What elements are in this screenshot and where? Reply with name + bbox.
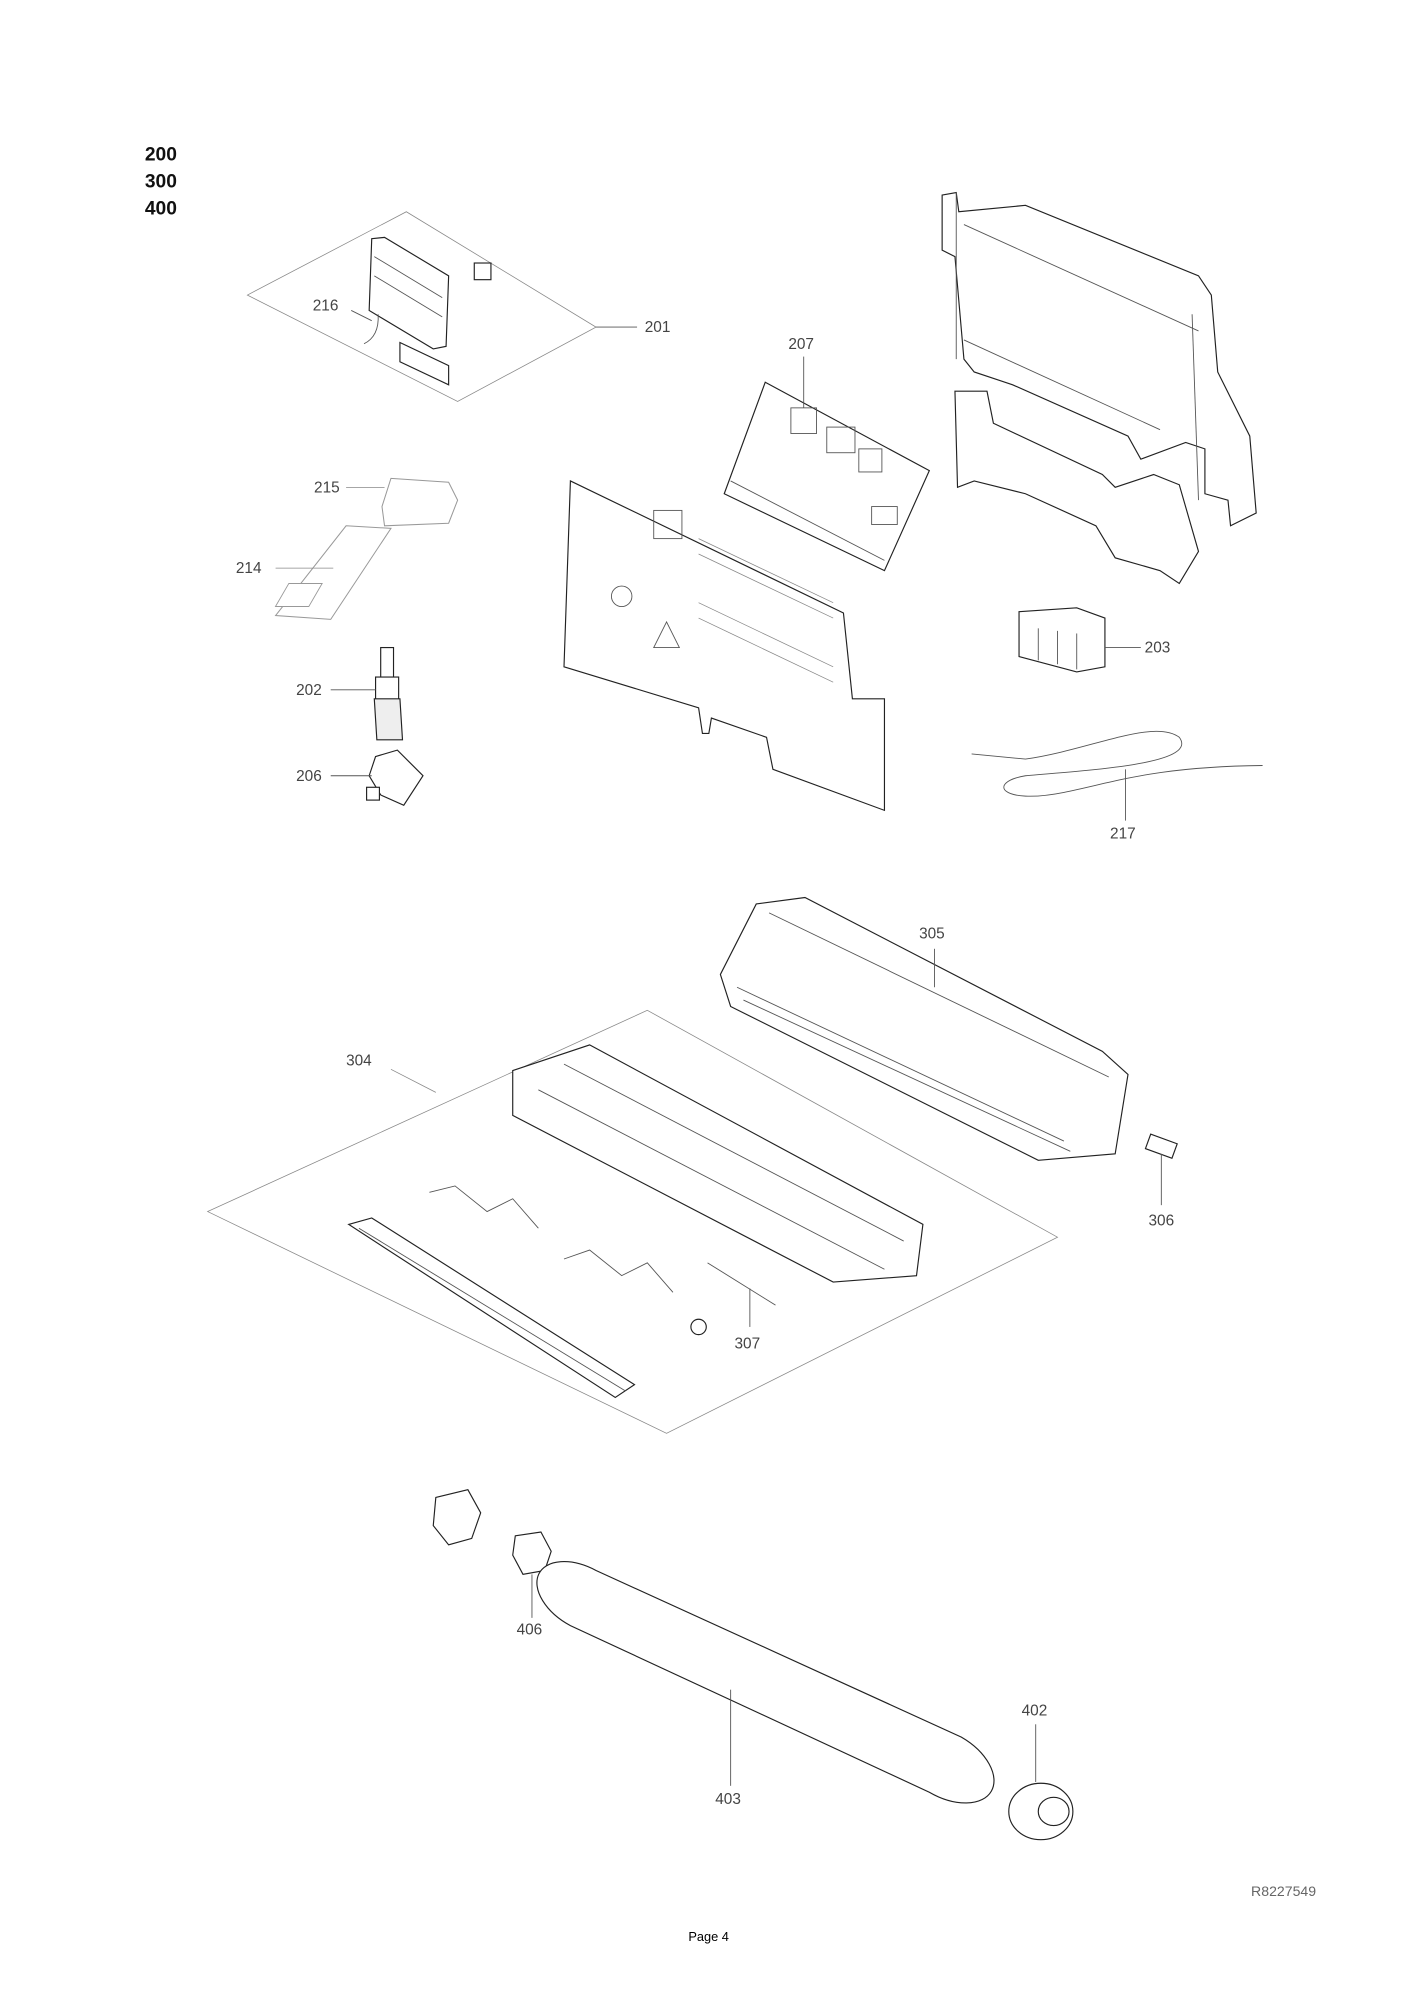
label-202: 202	[296, 682, 322, 699]
part-214-remote-control	[274, 525, 392, 620]
label-304: 304	[346, 1052, 372, 1069]
label-402: 402	[1022, 1702, 1048, 1719]
label-406: 406	[517, 1622, 543, 1639]
part-305-evaporator	[719, 896, 1129, 1161]
part-203-terminal-block	[1018, 607, 1141, 673]
label-403: 403	[715, 1791, 741, 1808]
part-202-sensor	[330, 646, 404, 741]
part-304-chassis-kit	[206, 1009, 1059, 1434]
label-216: 216	[313, 297, 339, 314]
page-number: Page 4	[688, 1929, 729, 1944]
label-217: 217	[1110, 826, 1136, 843]
part-215-remote-holder	[346, 477, 459, 527]
part-403-crossflow-fan	[536, 1561, 995, 1804]
group-heading-300: 300	[145, 171, 177, 192]
label-306: 306	[1149, 1213, 1175, 1230]
label-203: 203	[1145, 640, 1171, 657]
label-214: 214	[236, 560, 262, 577]
part-201-control-board-kit	[246, 211, 638, 402]
label-201: 201	[645, 319, 671, 336]
part-control-box-housing	[941, 191, 1257, 585]
part-electrical-cover-panel	[563, 480, 886, 812]
label-307: 307	[734, 1336, 760, 1353]
part-206-bracket	[330, 749, 424, 806]
group-heading-400: 400	[145, 198, 177, 219]
label-207: 207	[788, 336, 814, 353]
part-306-bushing	[1144, 1133, 1178, 1206]
drawing-code: R8227549	[1251, 1883, 1316, 1899]
group-heading-200: 200	[145, 144, 177, 165]
part-motor-mount	[432, 1489, 482, 1546]
part-402-fan-motor-hub	[1008, 1724, 1074, 1841]
part-207-main-pcb	[723, 356, 931, 572]
label-206: 206	[296, 768, 322, 785]
label-215: 215	[314, 479, 340, 496]
label-305: 305	[919, 926, 945, 943]
part-217-sensor-wire	[971, 730, 1263, 821]
